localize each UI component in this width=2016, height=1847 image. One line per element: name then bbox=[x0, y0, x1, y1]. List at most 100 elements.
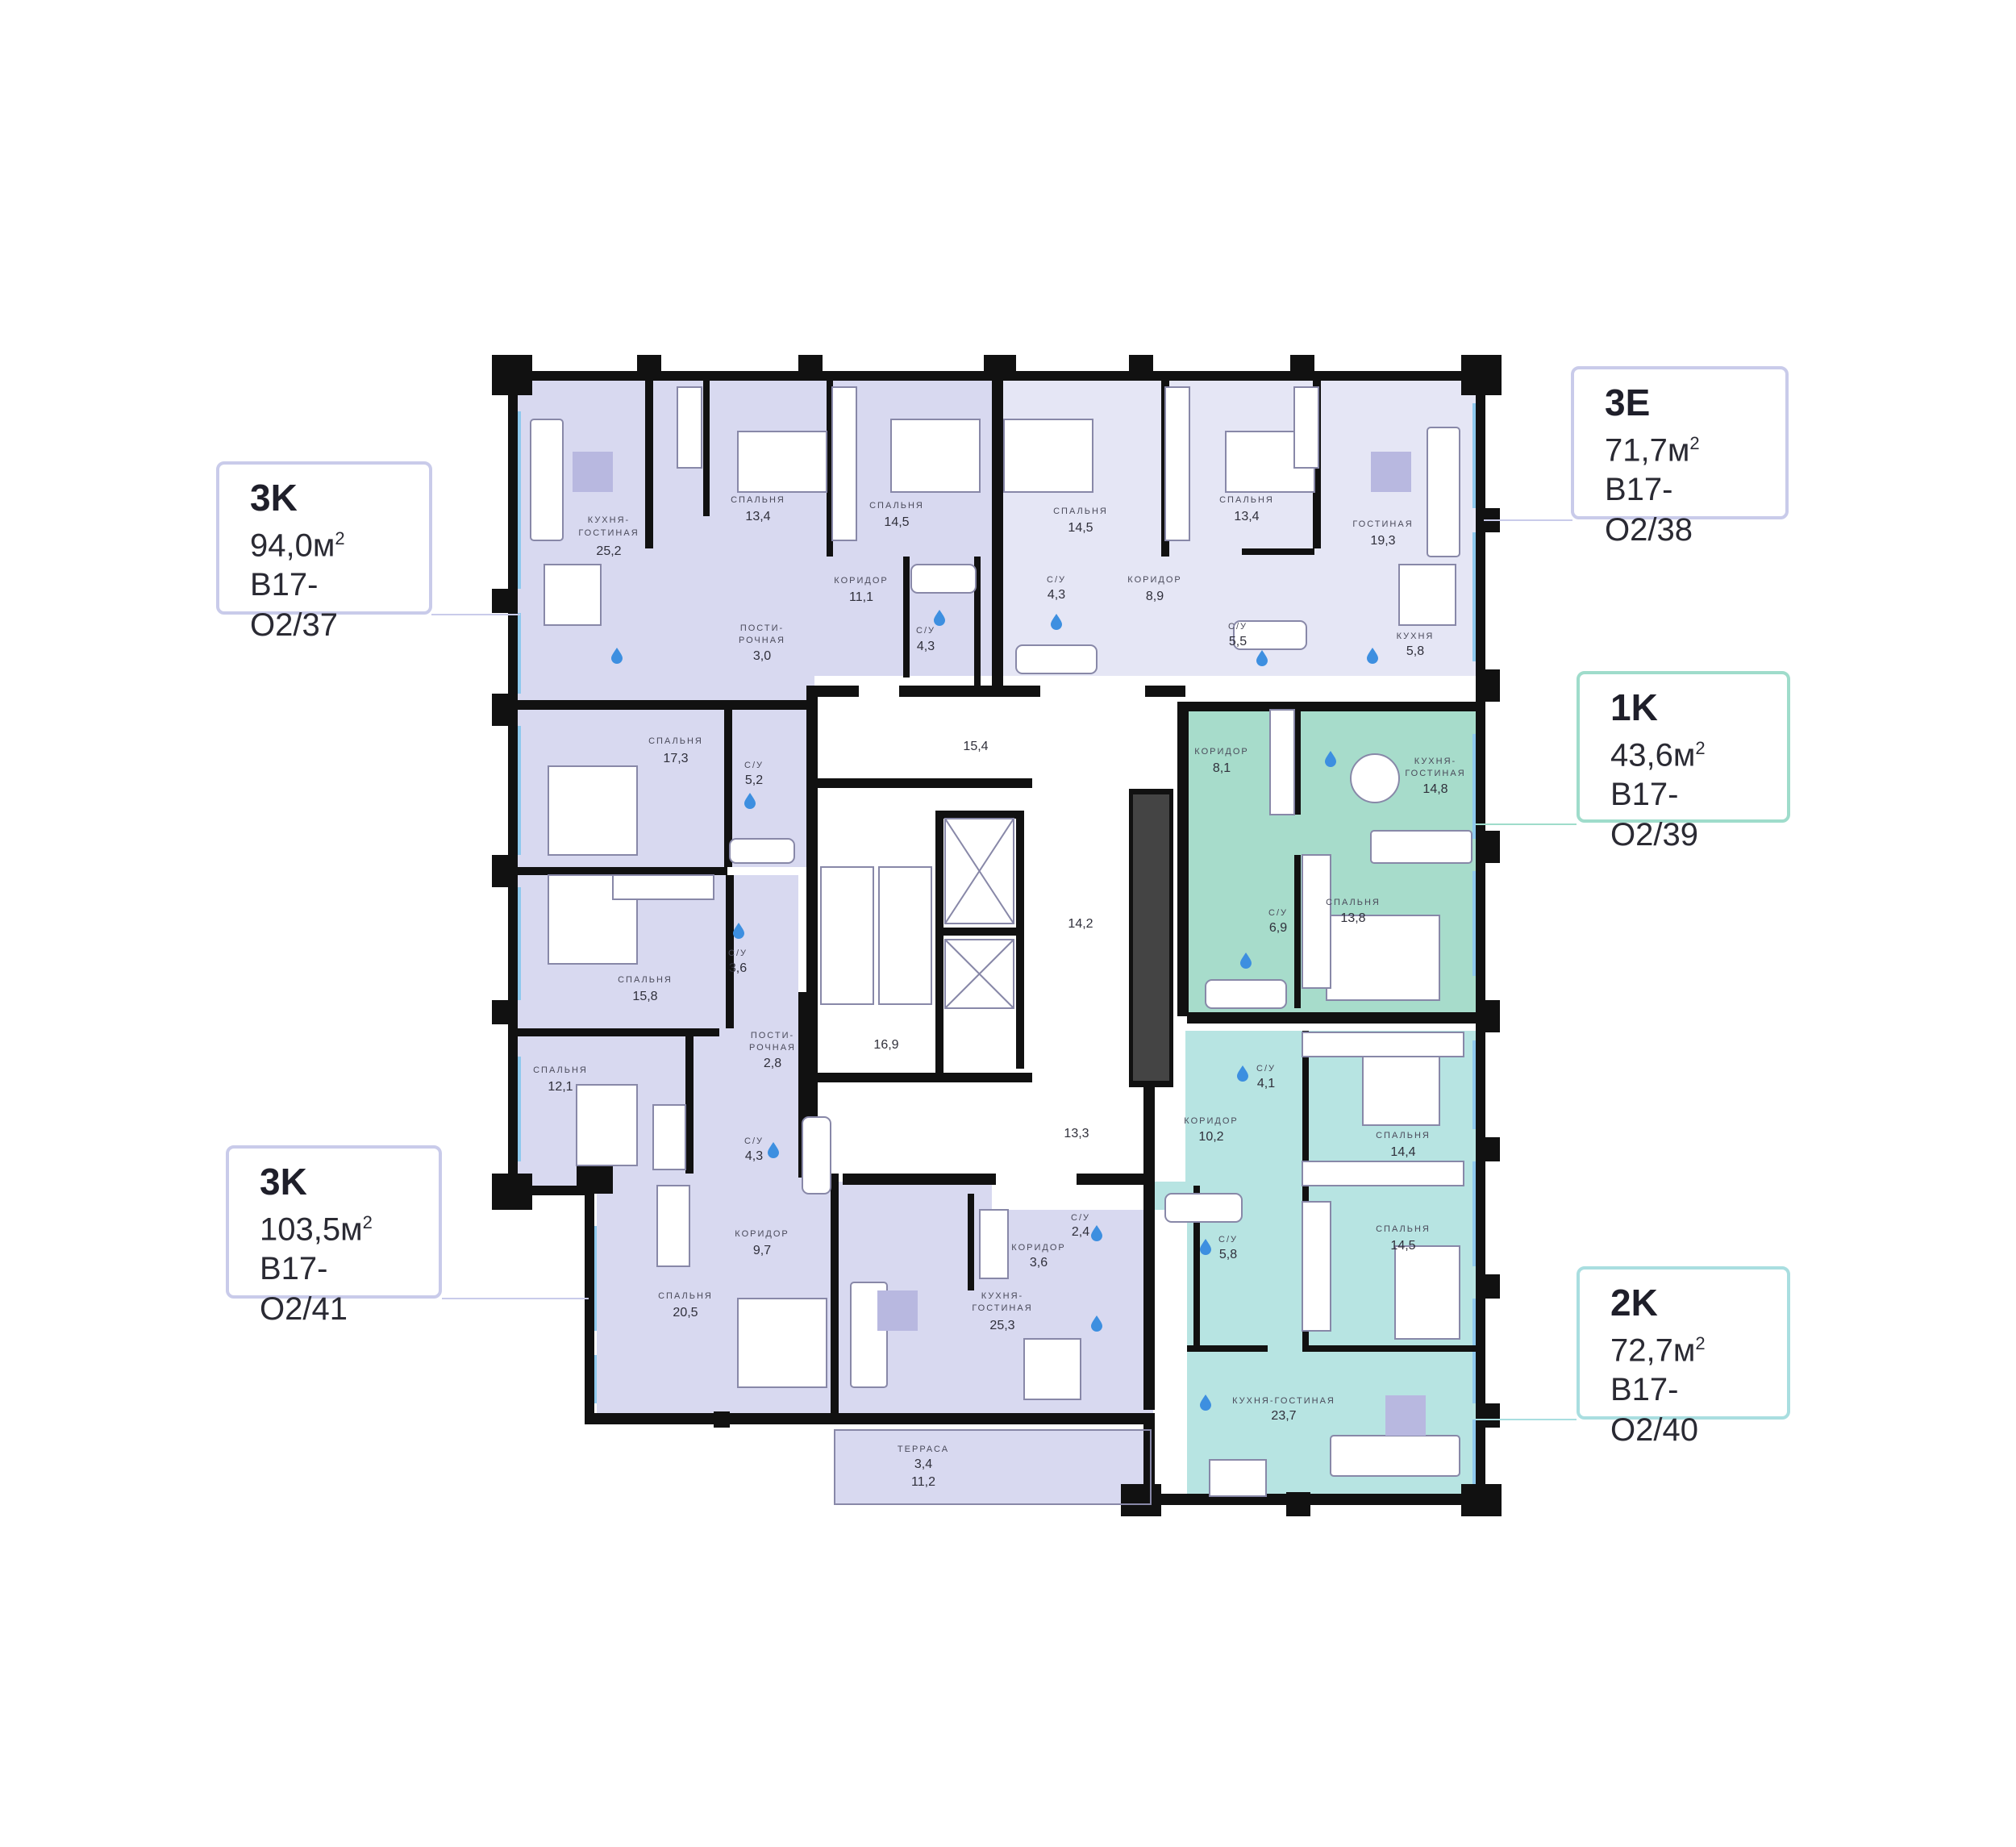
room-name: КОРИДОР bbox=[1184, 1116, 1238, 1126]
room-name: РОЧНАЯ bbox=[739, 636, 785, 645]
unit-area: 103,5м2 bbox=[260, 1211, 373, 1248]
unit-area: 43,6м2 bbox=[1610, 737, 1706, 773]
room-area: 14,5 bbox=[1068, 521, 1093, 535]
unit-area: 71,7м2 bbox=[1605, 432, 1700, 469]
room-area: 5,2 bbox=[745, 773, 763, 787]
unit-area: 72,7м2 bbox=[1610, 1332, 1706, 1369]
room-area: 13,4 bbox=[745, 510, 770, 523]
unit-3e-38-area bbox=[1000, 377, 1484, 676]
room-area: 25,3 bbox=[989, 1319, 1014, 1332]
unit-type: 2K bbox=[1610, 1282, 1658, 1324]
room-area: 11,1 bbox=[849, 590, 873, 604]
room-area: 4,3 bbox=[745, 1149, 763, 1163]
room-area: 5,8 bbox=[1219, 1248, 1237, 1261]
room-name: СПАЛЬНЯ bbox=[1053, 507, 1108, 516]
room-area: 12,1 bbox=[548, 1080, 573, 1094]
room-name: КУХНЯ- bbox=[588, 515, 630, 525]
room-area: 14,2 bbox=[1068, 917, 1093, 931]
room-name: С/У bbox=[744, 761, 764, 770]
room-name: С/У bbox=[1256, 1064, 1276, 1074]
room-name: ПОСТИ- bbox=[740, 623, 784, 633]
room-area: 5,5 bbox=[1229, 635, 1247, 648]
room-area: 4,3 bbox=[917, 640, 935, 653]
unit-callout-1k-39[interactable]: 1K 43,6м2 B17-O2/39 bbox=[1577, 671, 1790, 853]
room-area: 8,9 bbox=[1146, 590, 1164, 603]
unit-code: B17-O2/40 bbox=[1610, 1372, 1698, 1449]
room-area: 19,3 bbox=[1370, 534, 1395, 548]
unit-code: B17-O2/39 bbox=[1610, 777, 1698, 853]
unit-callout-3e-38[interactable]: 3E 71,7м2 B17-O2/38 bbox=[1571, 366, 1789, 548]
room-area: 4,3 bbox=[1048, 588, 1065, 602]
room-area: 13,4 bbox=[1234, 510, 1259, 523]
unit-callout-3k-41[interactable]: 3K 103,5м2 B17-O2/41 bbox=[226, 1145, 442, 1327]
terrace-area bbox=[835, 1430, 1151, 1504]
room-area: 4,1 bbox=[1257, 1077, 1275, 1090]
room-name: СПАЛЬНЯ bbox=[731, 495, 785, 505]
room-area: 14,8 bbox=[1422, 782, 1447, 796]
room-name: ПОСТИ- bbox=[751, 1031, 794, 1040]
unit-code: B17-O2/37 bbox=[250, 567, 338, 644]
room-area: 13,8 bbox=[1340, 911, 1365, 925]
room-name: КОРИДОР bbox=[834, 576, 888, 586]
room-name: С/У bbox=[1268, 908, 1288, 918]
room-area: 14,5 bbox=[1390, 1239, 1415, 1253]
furniture bbox=[530, 386, 1472, 1505]
room-name: СПАЛЬНЯ bbox=[1376, 1131, 1431, 1140]
room-area: 6,9 bbox=[1269, 921, 1287, 935]
unit-type: 1K bbox=[1610, 686, 1658, 728]
unit-type: 3K bbox=[250, 477, 298, 519]
room-name: СПАЛЬНЯ bbox=[533, 1065, 588, 1075]
room-area: 14,4 bbox=[1390, 1145, 1415, 1159]
room-name: С/У bbox=[916, 626, 935, 636]
room-name: СПАЛЬНЯ bbox=[1219, 495, 1274, 505]
room-area: 5,8 bbox=[1406, 644, 1424, 658]
room-name: КУХНЯ- bbox=[981, 1291, 1023, 1301]
room-area: 17,3 bbox=[663, 752, 688, 765]
room-name: КОРИДОР bbox=[735, 1229, 789, 1239]
room-name: ГОСТИНАЯ bbox=[578, 528, 639, 538]
room-area: 3,6 bbox=[1030, 1256, 1048, 1270]
room-area: 15,8 bbox=[632, 990, 657, 1003]
unit-type: 3E bbox=[1605, 381, 1651, 423]
room-name: ГОСТИНАЯ bbox=[1352, 519, 1413, 529]
room-name: КОРИДОР bbox=[1011, 1243, 1065, 1253]
unit-callout-3k-37[interactable]: 3K 94,0м2 B17-O2/37 bbox=[216, 461, 432, 643]
room-area: 11,2 bbox=[911, 1475, 935, 1489]
unit-3k-41-area bbox=[518, 875, 1153, 1415]
room-name: СПАЛЬНЯ bbox=[648, 736, 703, 746]
room-name: СПАЛЬНЯ bbox=[1326, 898, 1381, 907]
room-name: КУХНЯ-ГОСТИНАЯ bbox=[1232, 1396, 1335, 1406]
room-labels: КУХНЯ- ГОСТИНАЯ 25,2 СПАЛЬНЯ 13,4 СПАЛЬН… bbox=[533, 495, 1465, 1489]
room-area: 2,8 bbox=[764, 1057, 781, 1070]
room-name: С/У bbox=[1218, 1235, 1238, 1245]
unit-area: 94,0м2 bbox=[250, 527, 345, 564]
room-area: 13,3 bbox=[1064, 1127, 1089, 1140]
room-area: 2,4 bbox=[1072, 1225, 1089, 1239]
room-name: СПАЛЬНЯ bbox=[1376, 1224, 1431, 1234]
room-area: 8,1 bbox=[1213, 761, 1231, 775]
room-name: СПАЛЬНЯ bbox=[658, 1291, 713, 1301]
room-area: 14,5 bbox=[884, 515, 909, 529]
unit-callout-2k-40[interactable]: 2K 72,7м2 B17-O2/40 bbox=[1577, 1266, 1790, 1448]
room-name: С/У bbox=[1047, 575, 1066, 585]
room-name: С/У bbox=[1228, 622, 1248, 632]
room-name: С/У bbox=[744, 1136, 764, 1146]
unit-code: B17-O2/41 bbox=[260, 1251, 348, 1328]
room-area: 3,4 bbox=[914, 1457, 932, 1471]
room-area: 3,0 bbox=[753, 649, 771, 663]
unit-code: B17-O2/38 bbox=[1605, 472, 1693, 548]
room-name: С/У bbox=[728, 949, 748, 958]
leader-lines bbox=[431, 519, 1577, 1420]
room-name: ТЕРРАСА bbox=[898, 1445, 949, 1454]
room-name: КОРИДОР bbox=[1127, 575, 1181, 585]
room-name: СПАЛЬНЯ bbox=[869, 501, 924, 511]
room-name: СПАЛЬНЯ bbox=[618, 975, 673, 985]
room-area: 9,7 bbox=[753, 1244, 771, 1257]
room-name: КОРИДОР bbox=[1194, 747, 1248, 757]
room-area: 3,6 bbox=[729, 961, 747, 975]
room-area: 15,4 bbox=[963, 740, 988, 753]
room-name: С/У bbox=[1071, 1213, 1090, 1223]
room-name: РОЧНАЯ bbox=[749, 1043, 796, 1053]
room-name: ГОСТИНАЯ bbox=[1405, 769, 1465, 778]
